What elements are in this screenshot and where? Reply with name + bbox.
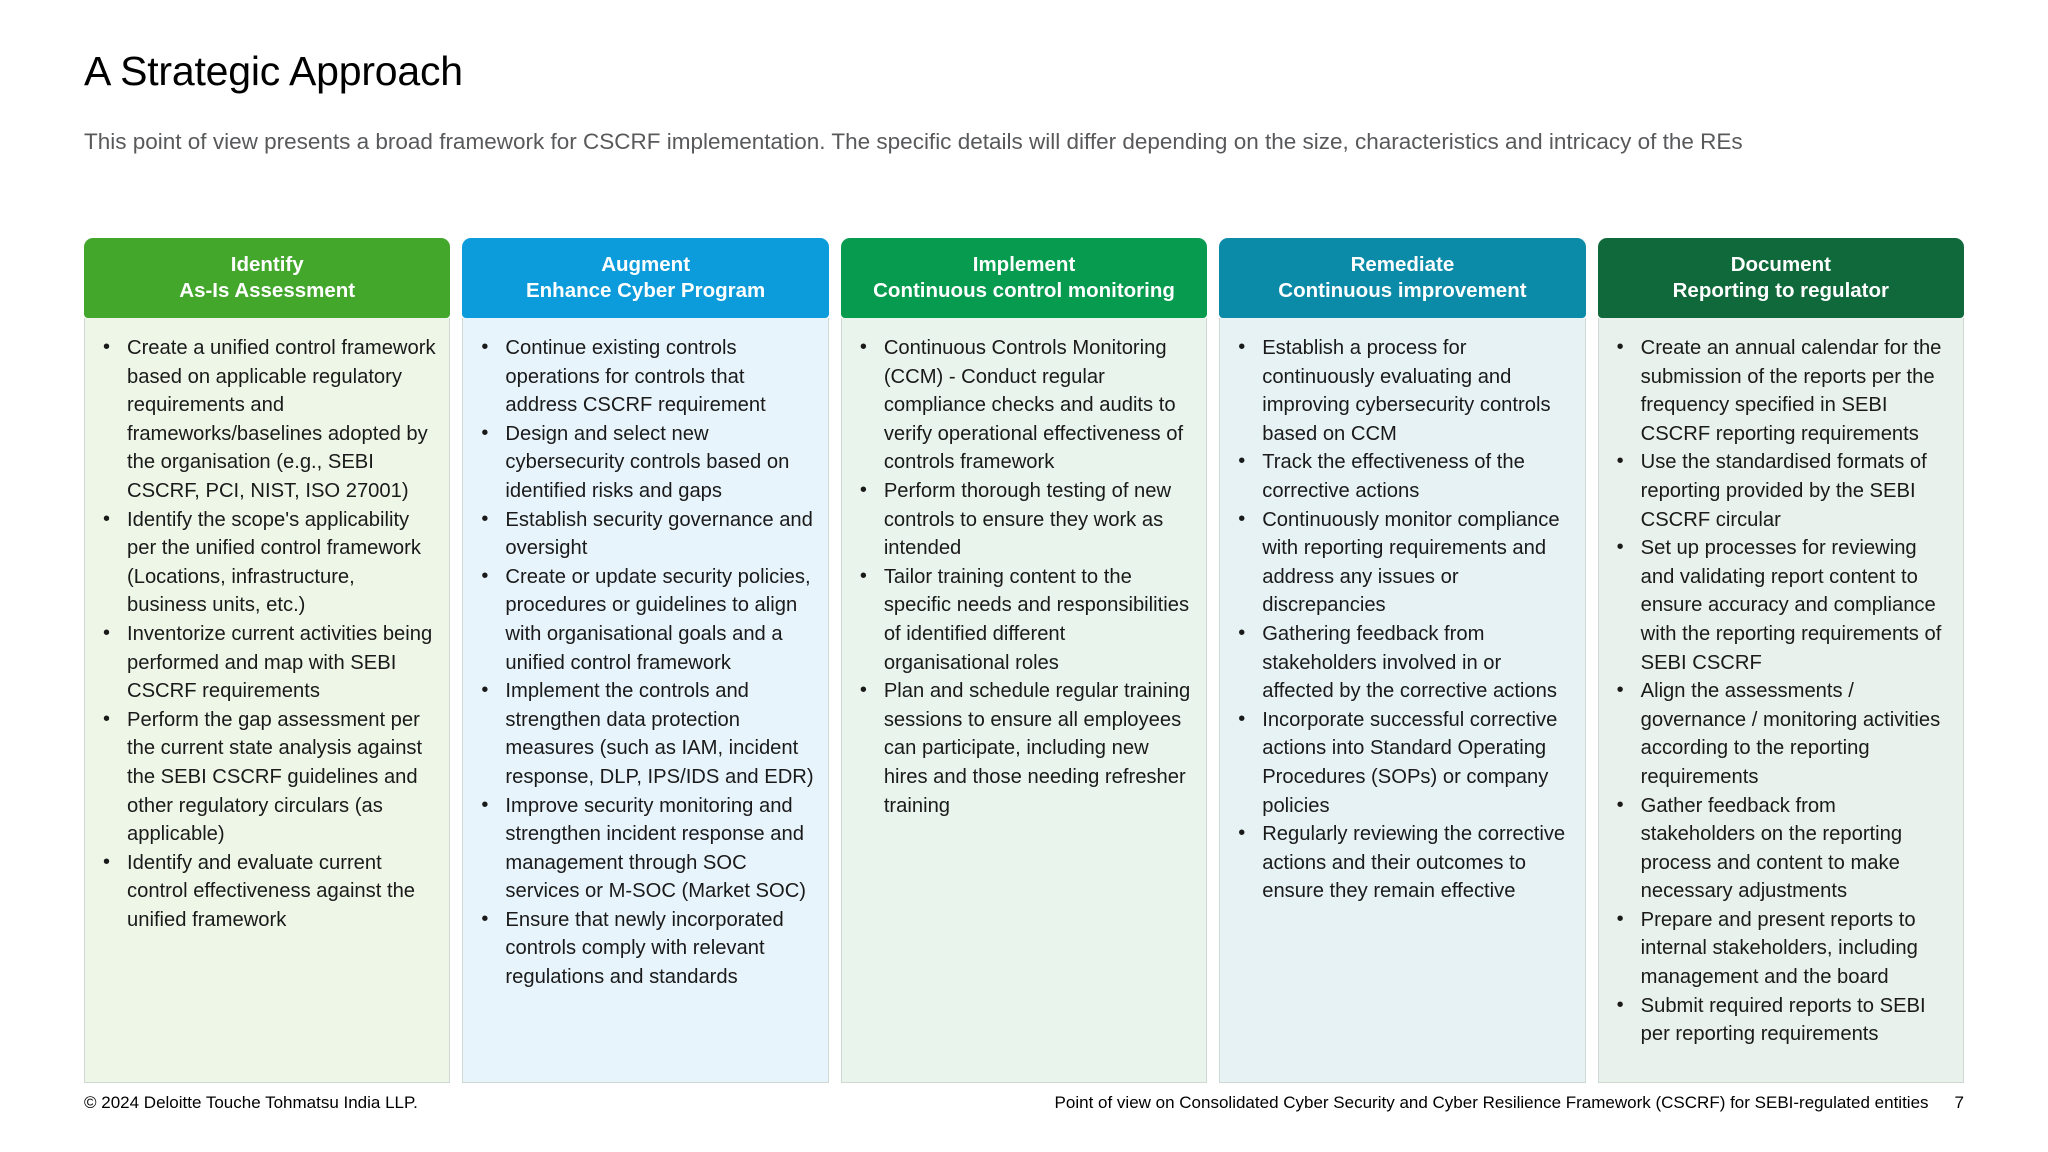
column-title: Remediate: [1350, 253, 1455, 276]
bullet-list: Establish a process for continuously eva…: [1228, 333, 1574, 906]
column-subtitle: Enhance Cyber Program: [525, 279, 766, 302]
column-subtitle: As-Is Assessment: [179, 279, 356, 302]
bullet-item: Ensure that newly incorporated controls …: [471, 905, 817, 992]
bullet-item: Gather feedback from stakeholders on the…: [1607, 790, 1953, 906]
bullet-item: Create a unified control framework based…: [93, 333, 439, 506]
bullet-item: Regularly reviewing the corrective actio…: [1228, 819, 1574, 906]
column-body-augment: Continue existing controls operations fo…: [462, 318, 829, 1083]
bullet-item: Establish a process for continuously eva…: [1228, 333, 1574, 448]
bullet-item: Prepare and present reports to internal …: [1607, 905, 1953, 992]
bullet-item: Implement the controls and strengthen da…: [471, 676, 817, 791]
column-title: Augment: [601, 253, 691, 276]
bullet-item: Identify the scope's applicability per t…: [93, 505, 439, 620]
column-body-remediate: Establish a process for continuously eva…: [1219, 318, 1586, 1083]
bullet-item: Improve security monitoring and strength…: [471, 790, 817, 906]
bullet-item: Align the assessments / governance / mon…: [1607, 676, 1953, 791]
column-subtitle: Continuous control monitoring: [873, 279, 1175, 302]
footer-document-title: Point of view on Consolidated Cyber Secu…: [1054, 1093, 1929, 1112]
bullet-item: Continue existing controls operations fo…: [471, 333, 817, 420]
bullet-item: Continuously monitor compliance with rep…: [1228, 505, 1574, 620]
bullet-item: Establish security governance and oversi…: [471, 505, 817, 563]
bullet-item: Inventorize current activities being per…: [93, 619, 439, 706]
bullet-item: Set up processes for reviewing and valid…: [1607, 533, 1953, 677]
bullet-list: Create a unified control framework based…: [93, 333, 439, 935]
bullet-item: Design and select new cybersecurity cont…: [471, 419, 817, 506]
bullet-list: Continuous Controls Monitoring (CCM) - C…: [850, 333, 1196, 820]
footer-page-number: 7: [1954, 1093, 1964, 1112]
footer-copyright: © 2024 Deloitte Touche Tohmatsu India LL…: [84, 1093, 418, 1112]
bullet-item: Track the effectiveness of the correctiv…: [1228, 447, 1574, 505]
bullet-item: Plan and schedule regular training sessi…: [850, 676, 1196, 820]
bullet-list: Continue existing controls operations fo…: [471, 333, 817, 992]
column-body-document: Create an annual calendar for the submis…: [1597, 318, 1965, 1083]
footer-meta: Point of view on Consolidated Cyber Secu…: [1055, 1093, 1964, 1113]
column-title: Document: [1730, 253, 1831, 276]
bullet-item: Create or update security policies, proc…: [471, 562, 817, 677]
bullet-item: Continuous Controls Monitoring (CCM) - C…: [850, 333, 1196, 477]
column-title: Implement: [972, 253, 1076, 276]
bullet-item: Create an annual calendar for the submis…: [1607, 333, 1953, 448]
column-subtitle: Continuous improvement: [1278, 279, 1527, 302]
bullet-item: Perform the gap assessment per the curre…: [93, 705, 439, 849]
bullet-item: Submit required reports to SEBI per repo…: [1607, 991, 1953, 1049]
bullet-item: Perform thorough testing of new controls…: [850, 476, 1196, 563]
column-body-implement: Continuous Controls Monitoring (CCM) - C…: [840, 318, 1208, 1083]
page-title: A Strategic Approach: [84, 48, 463, 94]
bullet-item: Use the standardised formats of reportin…: [1607, 447, 1953, 534]
page-subtitle: This point of view presents a broad fram…: [84, 129, 1743, 154]
bullet-item: Incorporate successful corrective action…: [1228, 705, 1574, 820]
bullet-list: Create an annual calendar for the submis…: [1607, 333, 1953, 1049]
column-body-identify: Create a unified control framework based…: [84, 318, 451, 1083]
bullet-item: Gathering feedback from stakeholders inv…: [1228, 619, 1574, 706]
bullet-item: Tailor training content to the specific …: [850, 562, 1196, 677]
bullet-item: Identify and evaluate current control ef…: [93, 848, 439, 935]
column-title: Identify: [230, 253, 304, 276]
column-subtitle: Reporting to regulator: [1672, 279, 1890, 302]
